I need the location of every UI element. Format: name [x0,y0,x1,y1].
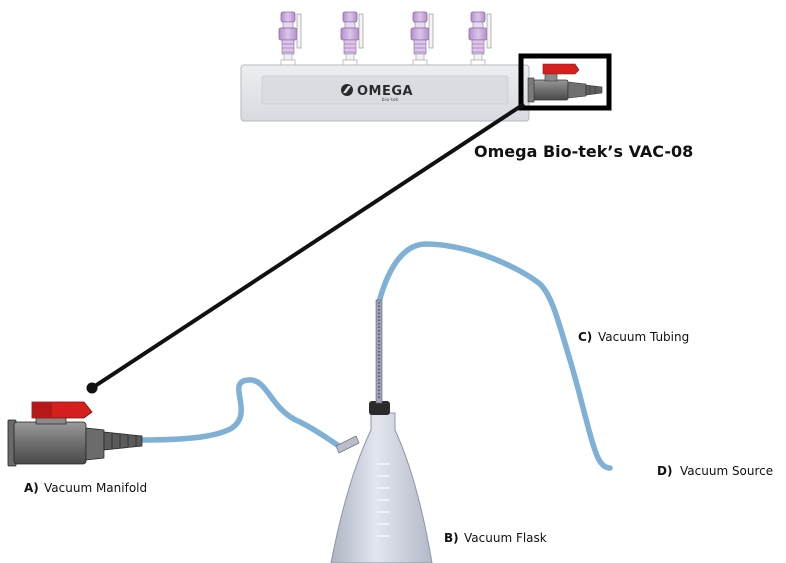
manifold-port [468,11,492,67]
label-b-letter: B) [444,531,459,545]
flask-stopper [369,401,390,415]
label-c-letter: C) [578,330,592,344]
tubing-flask-to-source [376,241,613,471]
manifold-inner-panel [261,75,509,105]
logo-sub-text: bio-tek [382,97,399,102]
flask-side-arm [335,435,360,454]
tubing-manifold-to-flask [137,377,345,451]
vacuum-flask [330,299,433,563]
large-manifold-valve [7,401,143,467]
manifold-port [340,11,364,67]
label-d-letter: D) [657,464,672,478]
manifold-port [410,11,434,67]
product-title: Omega Bio-tek’s VAC-08 [474,142,693,161]
logo-brand-text: OMEGA [357,84,413,99]
manifold-port [278,11,302,67]
zoom-highlight-box [518,53,612,111]
label-c-text: Vacuum Tubing [598,330,689,344]
label-a-text: Vacuum Manifold [44,481,147,495]
label-b-text: Vacuum Flask [464,531,547,545]
connector-endpoint [86,382,98,394]
manifold-valve [527,63,603,103]
zoom-connector-line [90,102,526,390]
label-d-text: Vacuum Source [680,464,773,478]
omega-logo: OMEGA bio-tek [341,84,413,102]
label-a-letter: A) [24,481,39,495]
vac-08-manifold: OMEGA bio-tek [240,11,612,122]
flask-graduations [377,463,389,537]
